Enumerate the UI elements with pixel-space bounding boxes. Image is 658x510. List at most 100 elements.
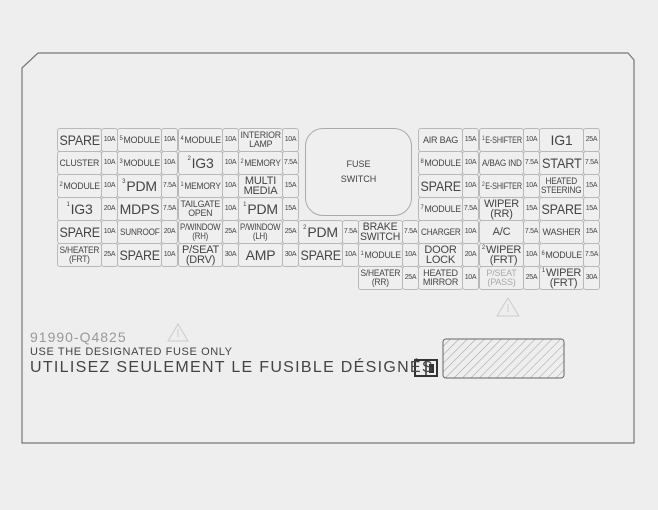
fuse-label-content: P/SEAT (PASS) <box>486 269 516 287</box>
fuse-label[interactable]: MULTI MEDIA <box>238 174 283 198</box>
fuse-label[interactable]: MDPS <box>117 197 162 221</box>
fuse-label[interactable]: START <box>539 151 584 175</box>
fuse-rating: 10A <box>101 128 118 152</box>
fuse-number: 1 <box>66 202 70 208</box>
fuse-label[interactable]: CLUSTER <box>57 151 102 175</box>
fuse-name: PDM <box>307 224 338 240</box>
fuse-label[interactable]: HEATED STEERING <box>539 174 584 198</box>
fuse-name: DOOR LOCK <box>424 244 457 266</box>
fuse-label[interactable]: DOOR LOCK <box>418 243 463 267</box>
fuse-label[interactable]: P/WINDOW (RH) <box>178 220 223 244</box>
fuse-label-content: A/C <box>493 227 511 238</box>
fuse-label-content: MDPS <box>120 202 160 216</box>
fuse-label-content: SPARE <box>420 179 461 193</box>
fuse-label[interactable]: WIPER (RR) <box>479 197 524 221</box>
fuse-label[interactable]: IG1 <box>539 128 584 152</box>
fuse-rating: 15A <box>523 197 540 221</box>
fuse-label[interactable]: INTERIOR LAMP <box>238 128 283 152</box>
fuse-name: CLUSTER <box>59 157 100 168</box>
fuse-label[interactable]: SPARE <box>539 197 584 221</box>
fuse-number: 3 <box>119 158 123 165</box>
fuse-label[interactable]: HEATED MIRROR <box>418 266 463 290</box>
fuse-label[interactable]: SPARE <box>117 243 162 267</box>
fuse-rating: 10A <box>342 243 359 267</box>
fuse-number: 5 <box>119 135 123 142</box>
fuse-name: SPARE <box>300 247 341 263</box>
fuse-name: AIR BAG <box>422 134 459 145</box>
fuse-label-content: CLUSTER <box>59 157 100 168</box>
fuse-label[interactable]: S/HEATER (FRT) <box>57 243 102 267</box>
fuse-switch[interactable]: FUSE SWITCH <box>305 128 412 216</box>
fuse-name: SPARE <box>119 247 160 263</box>
fuse-name: MODULE <box>123 134 160 145</box>
fuse-label[interactable]: P/SEAT (DRV) <box>178 243 223 267</box>
fuse-label[interactable]: S/HEATER (RR) <box>358 266 403 290</box>
fuse-label[interactable]: SPARE <box>298 243 343 267</box>
part-number: 91990-Q4825 <box>30 329 127 345</box>
fuse-name: P/SEAT (DRV) <box>181 244 220 266</box>
fuse-label[interactable]: WASHER <box>539 220 584 244</box>
fuse-rating: 10A <box>282 128 299 152</box>
fuse-label-content: HEATED STEERING <box>541 177 582 195</box>
fuse-label-content: START <box>542 156 582 170</box>
fuse-name: INTERIOR LAMP <box>240 130 281 149</box>
fuse-label[interactable]: A/C <box>479 220 524 244</box>
fuse-label[interactable]: A/BAG IND <box>479 151 524 175</box>
fuse-label-content: A/BAG IND <box>482 158 522 168</box>
fuse-label-content: SPARE <box>59 133 100 147</box>
fuse-name: START <box>541 155 582 171</box>
fuse-label[interactable]: SUNROOF <box>117 220 162 244</box>
fuse-label[interactable]: SPARE <box>418 174 463 198</box>
fuse-label[interactable]: AMP <box>238 243 283 267</box>
fuse-label[interactable]: BRAKE SWITCH <box>358 220 403 244</box>
fuse-number: 7 <box>420 204 424 211</box>
fuse-rating: 10A <box>161 151 178 175</box>
fuse-label[interactable]: SPARE <box>57 128 102 152</box>
fuse-name: IG3 <box>191 155 214 171</box>
fuse-label[interactable]: P/SEAT (PASS) <box>479 266 524 290</box>
fuse-name: MODULE <box>424 203 461 214</box>
fuse-rating: 10A <box>523 174 540 198</box>
fuse-label[interactable]: TAILGATE OPEN <box>178 197 223 221</box>
fuse-rating: 10A <box>101 220 118 244</box>
fuse-number: 1 <box>243 202 247 208</box>
fuse-label[interactable]: AIR BAG <box>418 128 463 152</box>
fuse-label[interactable]: SPARE <box>57 220 102 244</box>
fuse-rating: 15A <box>462 128 479 152</box>
fuse-name: MODULE <box>545 249 582 260</box>
fuse-label[interactable]: P/WINDOW (LH) <box>238 220 283 244</box>
fuse-label-content: INTERIOR LAMP <box>240 130 281 149</box>
fuse-name: S/HEATER (FRT) <box>59 245 100 264</box>
fuse-label[interactable]: CHARGER <box>418 220 463 244</box>
